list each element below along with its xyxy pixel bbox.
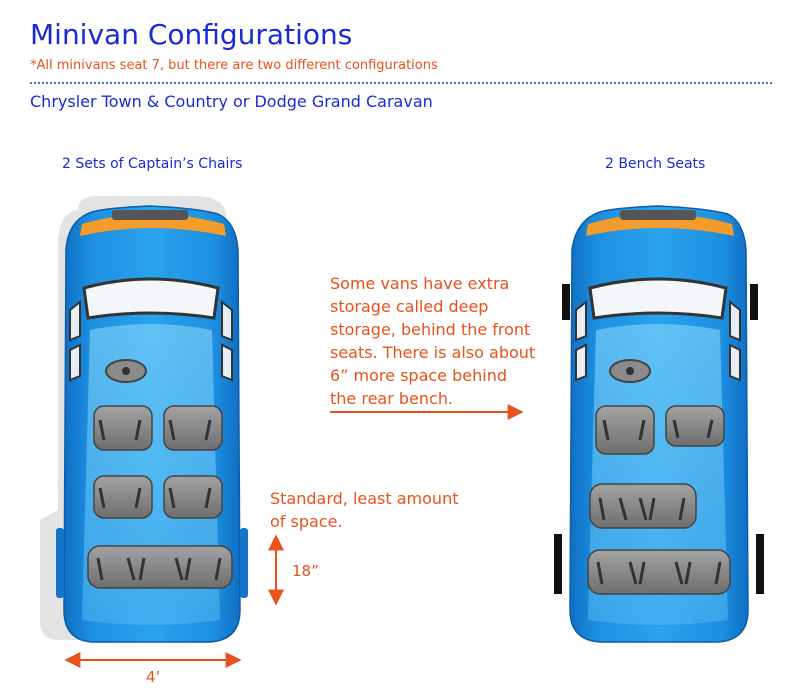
deep-storage-note: Some vans have extra storage called deep… — [330, 274, 536, 408]
width-dimension-label: 4’ — [146, 668, 161, 686]
windshield — [82, 277, 220, 320]
grille — [620, 210, 696, 220]
seat-rear-bench — [587, 549, 731, 595]
side-window-left — [69, 299, 81, 342]
models-heading: Chrysler Town & Country or Dodge Grand C… — [30, 92, 433, 111]
windshield — [588, 277, 728, 320]
seat-rear-bench — [87, 545, 233, 589]
side-window-right-2 — [729, 343, 741, 382]
right-van — [554, 205, 764, 643]
left-van — [40, 196, 248, 643]
right-van-label: 2 Bench Seats — [605, 156, 706, 172]
side-window-left-2 — [69, 343, 81, 382]
side-window-left-2 — [575, 343, 587, 382]
grille — [112, 210, 188, 220]
standard-note: Standard, least amount of space. — [270, 489, 459, 531]
side-window-right-2 — [221, 343, 233, 382]
subtitle-note: *All minivans seat 7, but there are two … — [30, 58, 438, 73]
side-window-left — [575, 299, 587, 342]
left-van-label: 2 Sets of Captain’s Chairs — [62, 156, 243, 172]
side-window-right — [221, 299, 233, 342]
divider — [30, 82, 772, 84]
seat-front-1 — [595, 405, 655, 455]
side-window-right — [729, 299, 741, 342]
gap-dimension-label: 18” — [292, 562, 319, 580]
page-title: Minivan Configurations — [30, 18, 353, 51]
